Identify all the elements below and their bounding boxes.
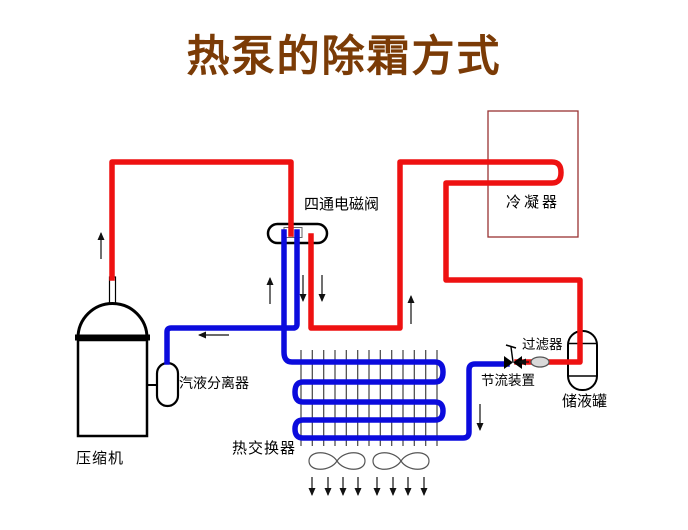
- cold-pipe-heat-exchanger-coil: [281, 229, 510, 441]
- flow-arrows: [97, 232, 529, 431]
- filter-icon: [530, 356, 550, 368]
- page-title: 热泵的除霜方式: [186, 33, 502, 81]
- fan-icons: [308, 452, 430, 470]
- hot-pipe-compressor-to-valve: [109, 159, 294, 281]
- label-separator: 汽液分离器: [179, 375, 249, 391]
- gas-liquid-separator-vessel: [155, 361, 180, 408]
- label-throttle: 节流装置: [481, 373, 535, 388]
- label-tank: 储液罐: [562, 393, 608, 410]
- airflow-arrows: [308, 477, 428, 496]
- cold-pipe-valve-to-separator: [164, 229, 300, 365]
- fan-icon: [372, 452, 430, 470]
- label-condenser: 冷凝器: [505, 194, 560, 211]
- compressor-discharge-stub: [108, 276, 117, 305]
- throttle-valve-icon: [504, 344, 522, 369]
- hot-pipe-valve-to-condenser-to-tank: [308, 159, 583, 365]
- label-filter: 过滤器: [522, 337, 563, 352]
- heat-exchanger-fins: [300, 350, 438, 446]
- label-heat-exchanger: 热交换器: [232, 440, 297, 457]
- label-four-way-valve: 四通电磁阀: [304, 196, 380, 213]
- compressor-vessel: [75, 276, 150, 438]
- condenser-box: [487, 110, 579, 238]
- label-compressor: 压缩机: [76, 450, 125, 467]
- fan-icon: [308, 452, 366, 470]
